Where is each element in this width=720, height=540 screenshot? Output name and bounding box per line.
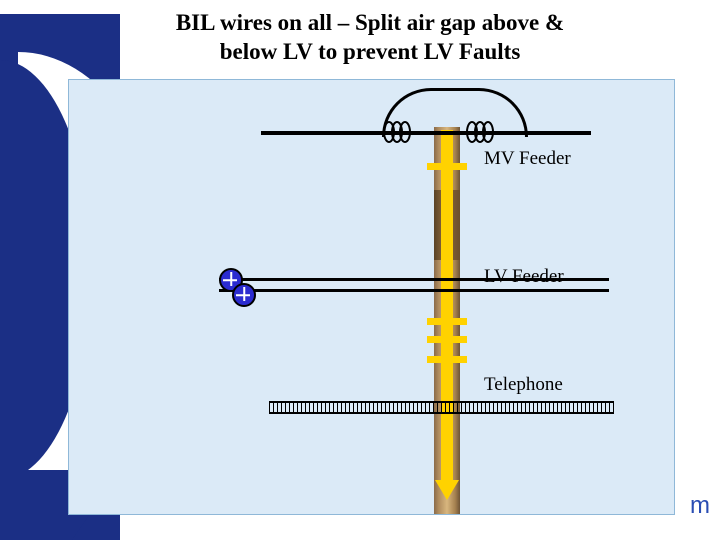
top-white-strip bbox=[0, 0, 720, 14]
ground-wire-arrow-icon bbox=[435, 480, 459, 500]
lv-feeder-line-lower bbox=[219, 289, 609, 292]
coil-icon-right bbox=[464, 117, 494, 147]
split-gap-below-lv-2 bbox=[427, 336, 467, 343]
page-title-line-1: BIL wires on all – Split air gap above & bbox=[175, 10, 565, 35]
diagram-panel: MV Feeder LV Feeder Telephone bbox=[68, 79, 675, 515]
split-gap-below-lv-1 bbox=[427, 318, 467, 325]
split-gap-above-lv bbox=[427, 163, 467, 170]
label-lv-feeder: LV Feeder bbox=[484, 266, 564, 287]
telephone-line-top bbox=[269, 401, 614, 403]
telephone-line-bottom bbox=[269, 412, 614, 414]
coil-icon-left bbox=[382, 117, 418, 147]
ground-wire bbox=[441, 130, 453, 485]
page-title: BIL wires on all – Split air gap above &… bbox=[60, 8, 680, 67]
page-title-line-2: below LV to prevent LV Faults bbox=[219, 39, 521, 65]
lv-insulator-lower-icon bbox=[232, 283, 256, 307]
telephone-cable-hatching bbox=[269, 403, 614, 412]
label-telephone: Telephone bbox=[484, 374, 563, 395]
label-mv-feeder: MV Feeder bbox=[484, 148, 571, 169]
lv-feeder-line-upper bbox=[219, 278, 609, 281]
corner-watermark-text: m bbox=[690, 492, 710, 519]
split-gap-below-lv-3 bbox=[427, 356, 467, 363]
